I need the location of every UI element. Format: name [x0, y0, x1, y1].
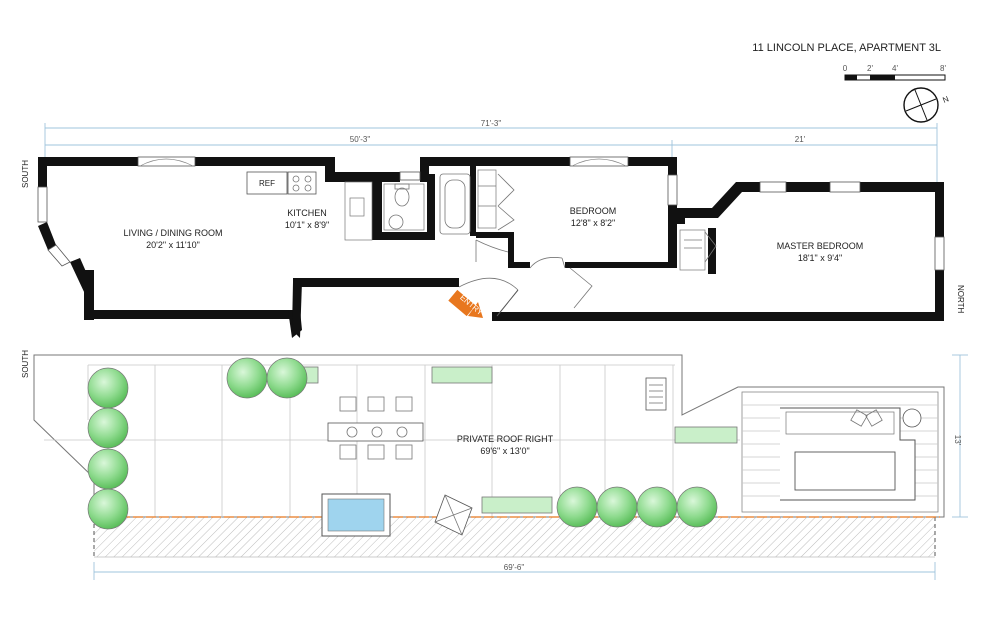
- deck-lounge-area: [741, 391, 939, 513]
- room-size: 10'1" x 8'9": [285, 220, 329, 230]
- entry-arrow-icon: ENTRY: [448, 289, 485, 318]
- plan-title: 11 LINCOLN PLACE, APARTMENT 3L: [752, 42, 941, 54]
- dim-roof-width: 69'-6": [504, 563, 525, 572]
- roof-name: PRIVATE ROOF RIGHT: [457, 434, 554, 444]
- fixture-ref-label: REF: [259, 179, 275, 188]
- dim-overall-width: 71'-3": [481, 119, 502, 128]
- dim-west-section: 50'-3": [350, 135, 371, 144]
- scale-tick-4: 4': [892, 64, 898, 73]
- kitchen-fixtures: REF: [246, 171, 373, 241]
- windows: [37, 156, 945, 271]
- roof-size: 69'6" x 13'0": [480, 446, 529, 456]
- room-name: BEDROOM: [570, 206, 617, 216]
- room-size: 18'1" x 9'4": [798, 253, 842, 263]
- room-size: 12'8" x 8'2": [571, 218, 615, 228]
- room-master-bedroom: MASTER BEDROOM 18'1" x 9'4": [777, 241, 864, 263]
- dim-roof-depth: 13': [953, 435, 962, 446]
- room-size: 20'2" x 11'10": [146, 240, 200, 250]
- grill-icon: [645, 377, 667, 411]
- bathroom-fixtures: [383, 169, 717, 271]
- dimension-lines-roof: 69'-6" 13': [93, 354, 968, 580]
- scale-tick-8: 8': [940, 64, 946, 73]
- orientation-south-lower: SOUTH: [21, 350, 30, 378]
- scale-bar: 0 2' 4' 8': [843, 64, 946, 81]
- room-bedroom: BEDROOM 12'8" x 8'2": [570, 206, 617, 228]
- compass-north-label: N: [941, 94, 950, 105]
- dimension-lines-top: 71'-3" 50'-3" 21': [44, 119, 938, 195]
- roof-label: PRIVATE ROOF RIGHT 69'6" x 13'0": [457, 434, 554, 456]
- tree-icons: [87, 357, 718, 530]
- room-kitchen: KITCHEN 10'1" x 8'9": [285, 208, 329, 230]
- scale-tick-2: 2': [867, 64, 873, 73]
- doors: [458, 239, 593, 317]
- room-name: LIVING / DINING ROOM: [123, 228, 222, 238]
- roof-terrace: [33, 354, 945, 558]
- apartment-walls: [38, 157, 944, 338]
- lounge-chair-icon: [434, 494, 473, 536]
- room-name: MASTER BEDROOM: [777, 241, 864, 251]
- scale-tick-0: 0: [843, 64, 848, 73]
- room-name: KITCHEN: [287, 208, 327, 218]
- compass-icon: N: [903, 87, 950, 123]
- orientation-north: NORTH: [956, 285, 965, 314]
- dim-east-section: 21': [795, 135, 806, 144]
- room-living-dining: LIVING / DINING ROOM 20'2" x 11'10": [123, 228, 222, 250]
- dining-table-icon: [327, 396, 424, 460]
- orientation-south-upper: SOUTH: [21, 160, 30, 188]
